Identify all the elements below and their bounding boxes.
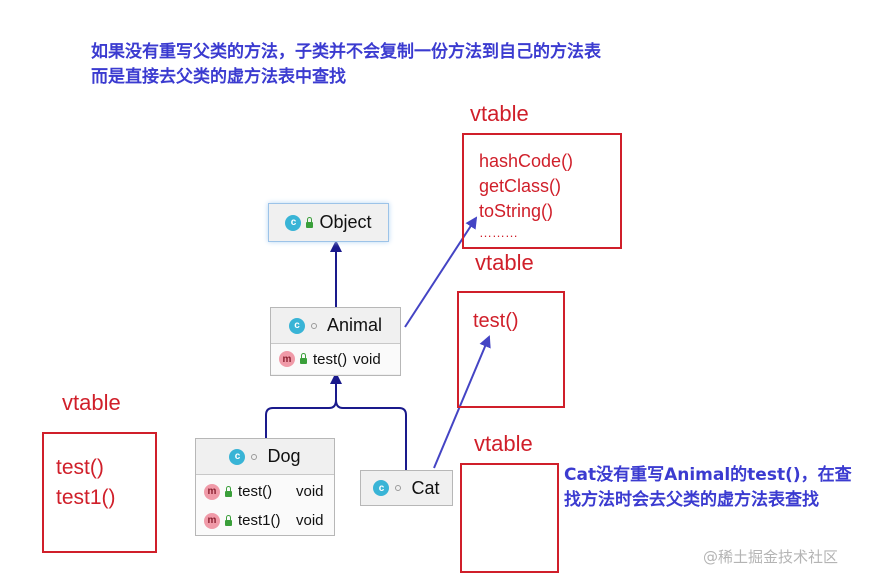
vtable-entry-test: test() bbox=[473, 310, 519, 332]
vtable-entry-getclass: getClass() bbox=[479, 176, 562, 196]
lock-icon bbox=[225, 485, 232, 497]
top-note-line2: 而是直接去父类的虚方法表中查找 bbox=[91, 67, 346, 87]
object-vtable-box: hashCode() getClass() toString() ……… bbox=[462, 133, 622, 249]
cat-vtable-label: vtable bbox=[474, 431, 533, 456]
lock-icon bbox=[306, 216, 314, 228]
vtable-entry-test1: test1() bbox=[56, 486, 116, 509]
vtable-entry-tostring: toString() bbox=[479, 201, 554, 221]
package-icon bbox=[251, 453, 258, 460]
animal-vtable-box: test() bbox=[457, 291, 565, 408]
method-row: m test() void bbox=[196, 477, 334, 506]
vtable-entry-hashcode: hashCode() bbox=[479, 151, 574, 171]
class-animal[interactable]: c Animal m test() void bbox=[270, 307, 401, 376]
cat-vtable-box bbox=[460, 463, 559, 573]
lock-icon bbox=[300, 353, 307, 364]
bottom-note-line1: Cat没有重写Animal的test()，在查 bbox=[564, 465, 852, 485]
method-return-type: void bbox=[296, 483, 324, 500]
method-name: test() bbox=[238, 483, 273, 500]
class-name: Cat bbox=[411, 477, 440, 498]
bottom-note: Cat没有重写Animal的test()，在查 找方法时会去父类的虚方法表查找 bbox=[564, 463, 852, 513]
watermark: @稀土掘金技术社区 bbox=[703, 548, 839, 566]
class-icon: c bbox=[229, 448, 246, 465]
vtable-entry-ellipsis: ……… bbox=[479, 225, 518, 240]
class-object[interactable]: c Object bbox=[268, 203, 389, 242]
method-icon: m bbox=[204, 512, 220, 529]
object-vtable-label: vtable bbox=[470, 101, 529, 126]
class-dog[interactable]: c Dog m test() void m test1() void bbox=[195, 438, 335, 536]
method-icon: m bbox=[204, 483, 220, 500]
lock-icon bbox=[225, 514, 232, 526]
class-name: Dog bbox=[267, 446, 301, 466]
class-name: Animal bbox=[326, 315, 383, 335]
top-note-line1: 如果没有重写父类的方法，子类并不会复制一份方法到自己的方法表 bbox=[91, 42, 601, 62]
pointer-cat-vtable bbox=[433, 335, 491, 469]
method-row: m test() void bbox=[271, 344, 400, 374]
dog-vtable-box: test() test1() bbox=[42, 432, 157, 553]
pointer-animal-vtable bbox=[404, 216, 478, 328]
dog-vtable-label: vtable bbox=[62, 390, 121, 415]
method-name: test() bbox=[313, 350, 348, 368]
method-return-type: void bbox=[353, 350, 381, 368]
class-icon: c bbox=[288, 317, 305, 334]
method-icon: m bbox=[279, 351, 295, 367]
top-note: 如果没有重写父类的方法，子类并不会复制一份方法到自己的方法表 而是直接去父类的虚… bbox=[91, 40, 601, 90]
vtable-entry-test: test() bbox=[56, 456, 104, 479]
package-icon bbox=[395, 485, 402, 491]
animal-vtable-label: vtable bbox=[475, 250, 534, 275]
class-name: Object bbox=[319, 212, 372, 232]
method-return-type: void bbox=[296, 512, 324, 529]
method-name: test1() bbox=[238, 512, 281, 529]
package-icon bbox=[310, 322, 317, 329]
class-icon: c bbox=[373, 480, 390, 496]
bottom-note-line2: 找方法时会去父类的虚方法表查找 bbox=[564, 490, 819, 510]
class-cat[interactable]: c Cat bbox=[360, 470, 453, 506]
class-icon: c bbox=[285, 214, 302, 231]
method-row: m test1() void bbox=[196, 506, 334, 535]
